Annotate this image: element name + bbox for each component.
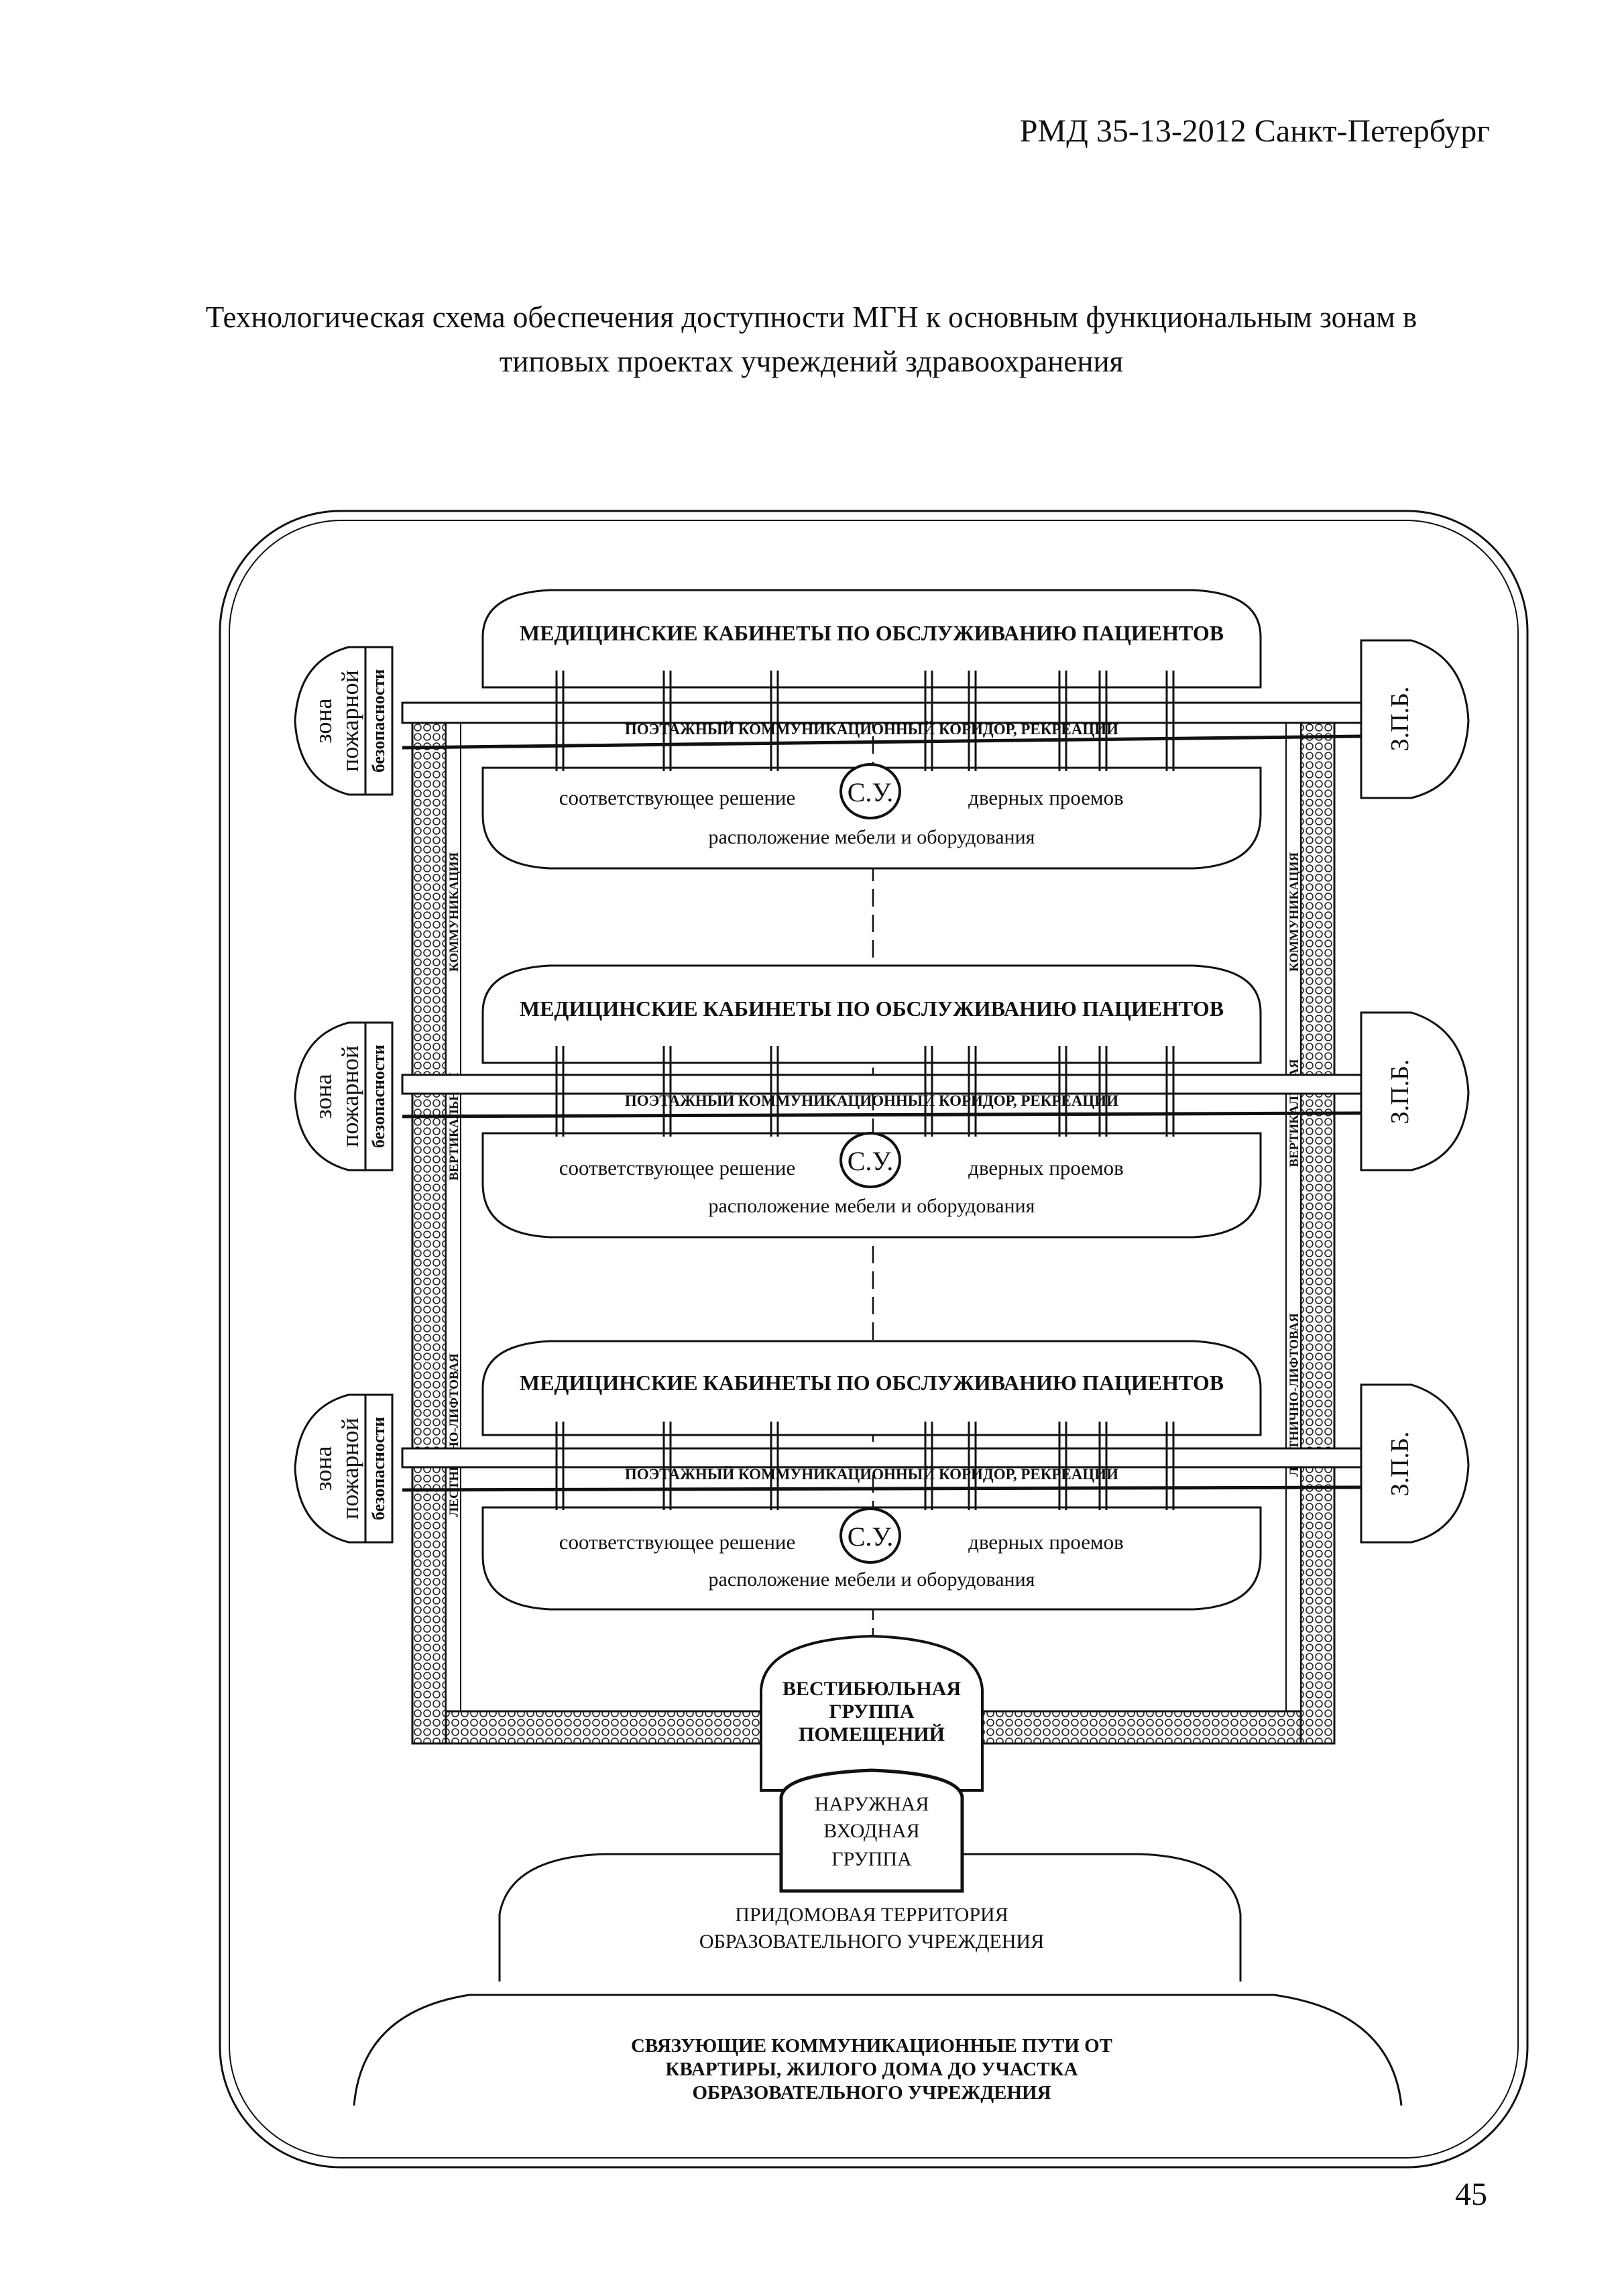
zpb-zone-2-label: З.П.Б. (1386, 1059, 1414, 1125)
floor-1-su-label: С.У. (848, 777, 893, 807)
zpb-zone-1-label: З.П.Б. (1386, 687, 1414, 752)
fire-zone-3: зона пожарной безопасности (294, 1393, 394, 1544)
fire-zone-2-line3: безопасности (369, 1045, 388, 1148)
fire-zone-1: зона пожарной безопасности (294, 646, 394, 796)
floor-1-cabinets-shape (481, 589, 1262, 689)
floor-2-furniture: расположение мебели и оборудования (709, 1195, 1035, 1217)
entrance-line1: НАРУЖНАЯ (815, 1793, 929, 1815)
vestibule-group: ВЕСТИБЮЛЬНАЯ ГРУППА ПОМЕЩЕНИЙ (760, 1634, 984, 1792)
paths-line1: СВЯЗУЮЩИЕ КОММУНИКАЦИОННЫЕ ПУТИ ОТ (631, 2035, 1112, 2057)
floor-1-corridor (401, 701, 1362, 724)
fire-zone-1-line1: зона (310, 698, 337, 743)
floor-3-furniture: расположение мебели и оборудования (709, 1568, 1035, 1591)
floor-2-su-label: С.У. (848, 1146, 893, 1176)
floor-1-furniture: расположение мебели и оборудования (709, 826, 1035, 848)
entrance-line2: ВХОДНАЯ (823, 1820, 919, 1842)
floor-1-solution-left: соответствующее решение (559, 786, 796, 809)
floor-2-cabinets-shape (481, 964, 1262, 1064)
page-number: 45 (1455, 2177, 1487, 2212)
outer-frame-inner (229, 520, 1519, 2159)
floor-3-cabinets-label: МЕДИЦИНСКИЕ КАБИНЕТЫ ПО ОБСЛУЖИВАНИЮ ПАЦ… (520, 1371, 1224, 1395)
zpb-zone-3-label: З.П.Б. (1386, 1432, 1414, 1497)
adjacent-territory: ПРИДОМОВАЯ ТЕРРИТОРИЯ ОБРАЗОВАТЕЛЬНОГО У… (498, 1853, 1242, 1982)
floor-2-corridor (401, 1074, 1362, 1095)
entrance-group: НАРУЖНАЯ ВХОДНАЯ ГРУППА (779, 1768, 964, 1893)
floor-3-solution-right: дверных проемов (968, 1530, 1124, 1554)
floor-3-corridor-label: ПОЭТАЖНЫЙ КОММУНИКАЦИОННЫЙ КОРИДОР, РЕКР… (625, 1466, 1118, 1483)
paths-line2: КВАРТИРЫ, ЖИЛОГО ДОМА ДО УЧАСТКА (665, 2059, 1078, 2080)
vestibule-line3: ПОМЕЩЕНИЙ (799, 1723, 945, 1745)
floor-3-corridor (401, 1447, 1362, 1469)
fire-zone-3-line1: зона (310, 1446, 337, 1491)
zpb-zone-2: З.П.Б. (1360, 1011, 1470, 1171)
left-vertical-comm-label-lower: ЛЕСТНИЧНО-ЛИФТОВАЯ (447, 1353, 461, 1517)
fire-zone-2: зона пожарной безопасности (294, 1021, 394, 1171)
territory-line1: ПРИДОМОВАЯ ТЕРРИТОРИЯ (735, 1904, 1008, 1926)
vestibule-line2: ГРУППА (829, 1701, 914, 1723)
left-vertical-comm-label-mid: ВЕРТИКАЛЬНАЯ (447, 1072, 461, 1180)
connecting-paths: СВЯЗУЮЩИЕ КОММУНИКАЦИОННЫЕ ПУТИ ОТ КВАРТ… (353, 1994, 1403, 2106)
floor-1: МЕДИЦИНСКИЕ КАБИНЕТЫ ПО ОБСЛУЖИВАНИЮ ПАЦ… (401, 589, 1362, 870)
floor-3-su-marker (839, 1507, 901, 1564)
floor-2: МЕДИЦИНСКИЕ КАБИНЕТЫ ПО ОБСЛУЖИВАНИЮ ПАЦ… (401, 964, 1362, 1239)
door-ticks (555, 671, 1175, 1510)
floor-1-su-marker (839, 763, 901, 819)
floor-3-solution-left: соответствующее решение (559, 1530, 796, 1554)
left-vertical-comm-label-upper: КОММУНИКАЦИЯ (447, 852, 461, 972)
page-title: Технологическая схема обеспечения доступ… (161, 295, 1462, 384)
floor-2-corridor-edge (402, 1111, 1362, 1118)
floor-3-cabinets-shape (481, 1340, 1262, 1436)
right-vertical-comm-label-lower: ЛЕСТНИЧНО-ЛИФТОВАЯ (1287, 1313, 1301, 1477)
floor-1-solution-right: дверных проемов (968, 786, 1124, 809)
fire-zone-2-line2: пожарной (337, 1045, 363, 1147)
floor-2-corridor-label: ПОЭТАЖНЫЙ КОММУНИКАЦИОННЫЙ КОРИДОР, РЕКР… (625, 1092, 1118, 1109)
fire-zone-1-line3: безопасности (369, 669, 388, 772)
zpb-zone-3: З.П.Б. (1360, 1383, 1470, 1544)
floor-1-corridor-label: ПОЭТАЖНЫЙ КОММУНИКАЦИОННЫЙ КОРИДОР, РЕКР… (625, 721, 1118, 738)
fire-zone-1-line2: пожарной (337, 670, 363, 772)
title-line-1: Технологическая схема обеспечения доступ… (205, 300, 1417, 334)
paths-line3: ОБРАЗОВАТЕЛЬНОГО УЧРЕЖДЕНИЯ (692, 2082, 1051, 2104)
title-line-2: типовых проектах учреждений здравоохране… (499, 345, 1124, 378)
floor-2-su-marker (839, 1132, 901, 1188)
outer-frame (219, 510, 1529, 2169)
zpb-zone-1: З.П.Б. (1360, 639, 1470, 799)
floor-3: МЕДИЦИНСКИЕ КАБИНЕТЫ ПО ОБСЛУЖИВАНИЮ ПАЦ… (401, 1340, 1362, 1611)
floor-2-solution-right: дверных проемов (968, 1156, 1124, 1180)
floor-1-corridor-edge (402, 734, 1362, 750)
floor-2-cabinets-label: МЕДИЦИНСКИЕ КАБИНЕТЫ ПО ОБСЛУЖИВАНИЮ ПАЦ… (520, 996, 1224, 1021)
left-vertical-comm-wall (411, 709, 447, 1745)
right-vertical-comm-wall (1299, 709, 1336, 1745)
fire-zone-2-line1: зона (310, 1074, 337, 1118)
floor-2-solution-left: соответствующее решение (559, 1156, 796, 1180)
entrance-line3: ГРУППА (831, 1848, 912, 1870)
fire-zone-3-line2: пожарной (337, 1418, 363, 1519)
fire-zone-3-line3: безопасности (369, 1417, 388, 1520)
vestibule-line1: ВЕСТИБЮЛЬНАЯ (782, 1678, 961, 1700)
document-code: РМД 35-13-2012 Санкт-Петербург (1019, 113, 1490, 149)
right-vertical-comm-label-upper: КОММУНИКАЦИЯ (1287, 852, 1301, 972)
territory-line2: ОБРАЗОВАТЕЛЬНОГО УЧРЕЖДЕНИЯ (699, 1931, 1044, 1953)
floor-1-cabinets-label: МЕДИЦИНСКИЕ КАБИНЕТЫ ПО ОБСЛУЖИВАНИЮ ПАЦ… (520, 621, 1224, 645)
floor-3-su-label: С.У. (848, 1522, 893, 1552)
floor-3-corridor-edge (402, 1485, 1362, 1492)
